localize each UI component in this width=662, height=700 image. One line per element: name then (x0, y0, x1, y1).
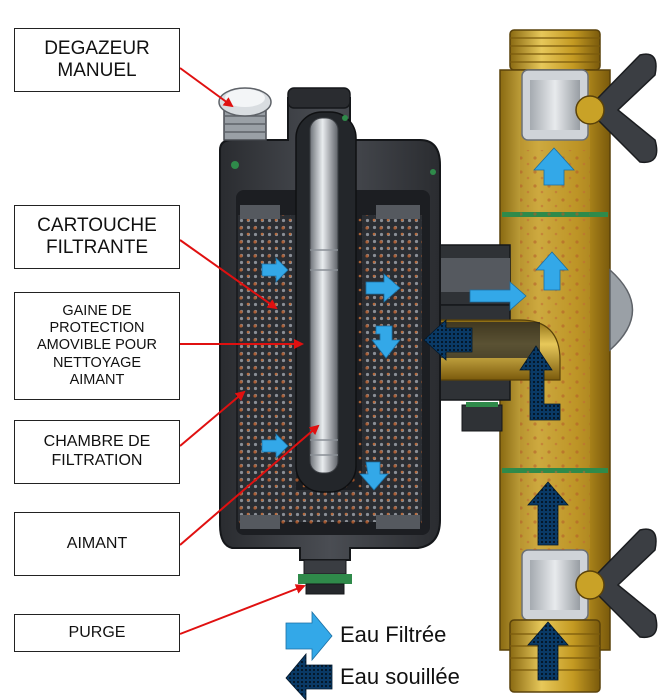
label-gaine-protection: GAINE DE PROTECTION AMOVIBLE POUR NETTOY… (14, 292, 180, 400)
legend-filtered-text: Eau Filtrée (340, 622, 447, 647)
label-aimant: AIMANT (14, 512, 180, 576)
label-purge: PURGE (14, 614, 180, 652)
degasser-valve (218, 87, 272, 141)
drain-plug (298, 559, 352, 595)
leader-lines (179, 67, 320, 635)
legend-dirty-text: Eau souillée (340, 664, 460, 689)
flow-arrows (261, 147, 575, 681)
legend-filtered-arrow (285, 610, 333, 662)
leader-cartouche (179, 239, 278, 310)
label-chambre-filtration: CHAMBRE DE FILTRATION (14, 420, 180, 484)
leader-chambre (179, 390, 246, 447)
label-cartouche-filtrante: CARTOUCHE FILTRANTE (14, 205, 180, 269)
filter-body (219, 87, 441, 561)
leader-degazeur (179, 67, 234, 108)
label-degazeur-manuel: DEGAZEUR MANUEL (14, 28, 180, 92)
leader-aimant (179, 424, 320, 546)
legend-dirty-arrow (285, 652, 333, 700)
leader-purge (179, 584, 306, 635)
